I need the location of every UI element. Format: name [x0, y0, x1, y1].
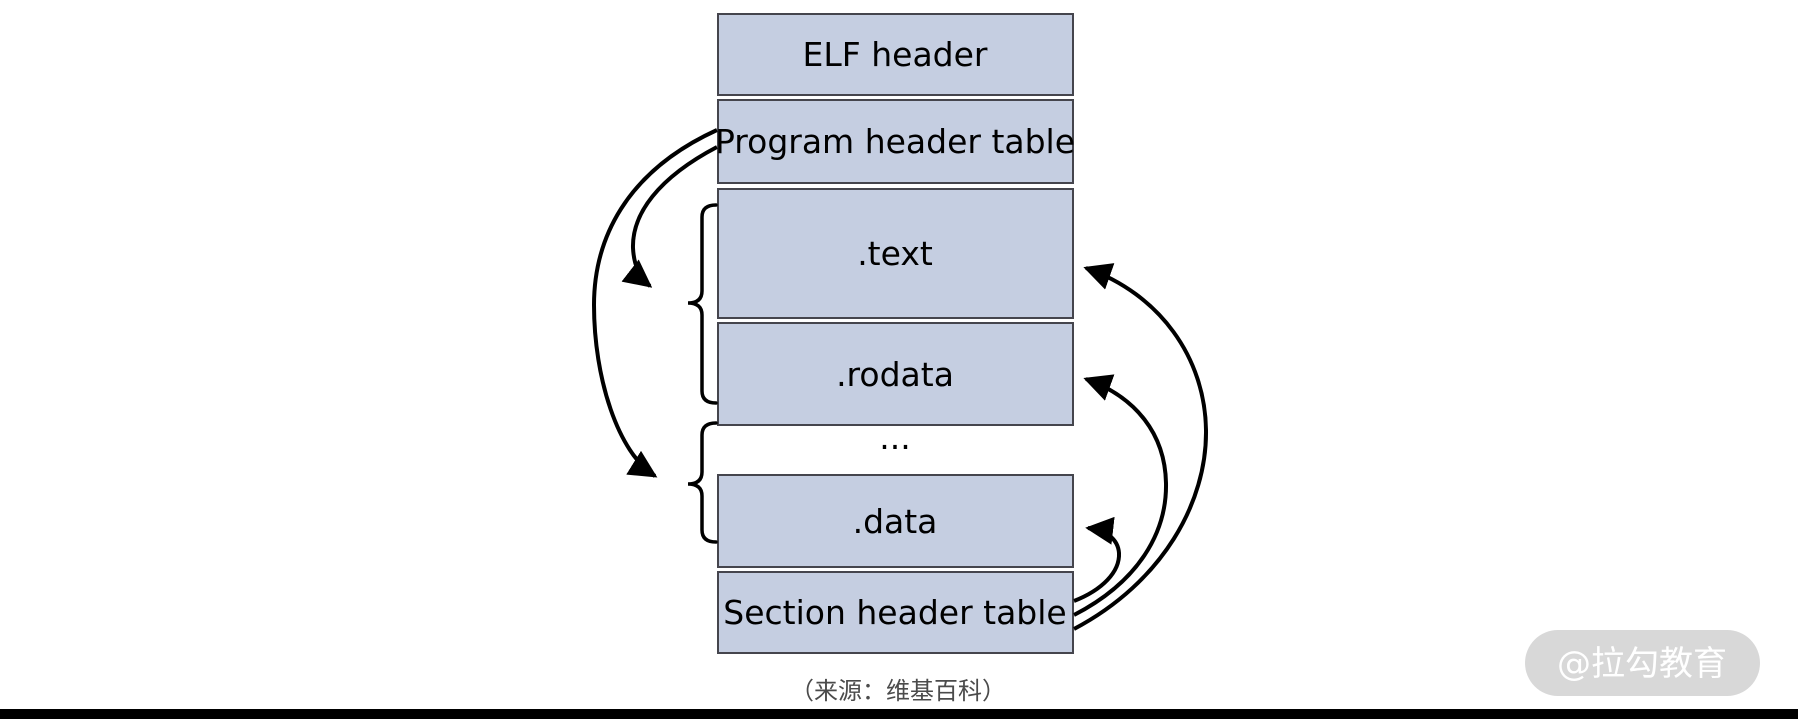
- box-data-section: .data: [717, 474, 1074, 568]
- box-elf-header: ELF header: [717, 13, 1074, 96]
- box-elf-header-rect: [717, 13, 1074, 96]
- brace-ellipsis-data-group: [687, 421, 718, 544]
- arrow-program-header-to-first-segment: [621, 145, 718, 288]
- label-section-header-table: Section header table: [723, 593, 1066, 632]
- watermark: @拉勾教育: [1525, 630, 1760, 696]
- box-program-header-table: Program header table: [715, 99, 1075, 184]
- box-section-header-table-rect: [717, 571, 1074, 654]
- label-ellipsis-row: ...: [879, 418, 910, 457]
- watermark-pill: [1525, 630, 1760, 696]
- bottom-bar: [0, 709, 1798, 719]
- box-rodata-section-rect: [717, 322, 1074, 426]
- label-text-section: .text: [857, 234, 933, 273]
- label-elf-header: ELF header: [803, 35, 988, 74]
- box-section-header-table: Section header table: [717, 571, 1074, 654]
- box-program-header-table-rect: [717, 99, 1074, 184]
- brace-text-rodata-group: [687, 203, 718, 405]
- caption: （来源：维基百科）: [790, 677, 1006, 705]
- box-data-section-rect: [717, 474, 1074, 568]
- arrow-program-header-to-second-segment: [591, 128, 718, 478]
- watermark-text: @拉勾教育: [1557, 644, 1727, 684]
- arrow-section-header-to-rodata: [1073, 374, 1169, 617]
- arrow-section-header-to-data: [1073, 516, 1122, 603]
- box-text-section: .text: [717, 188, 1074, 319]
- arrow-section-header-to-text: [1073, 263, 1209, 631]
- box-text-section-rect: [717, 188, 1074, 319]
- label-program-header-table: Program header table: [715, 122, 1075, 161]
- label-rodata-section: .rodata: [836, 355, 954, 394]
- label-data-section: .data: [853, 502, 938, 541]
- box-rodata-section: .rodata: [717, 322, 1074, 426]
